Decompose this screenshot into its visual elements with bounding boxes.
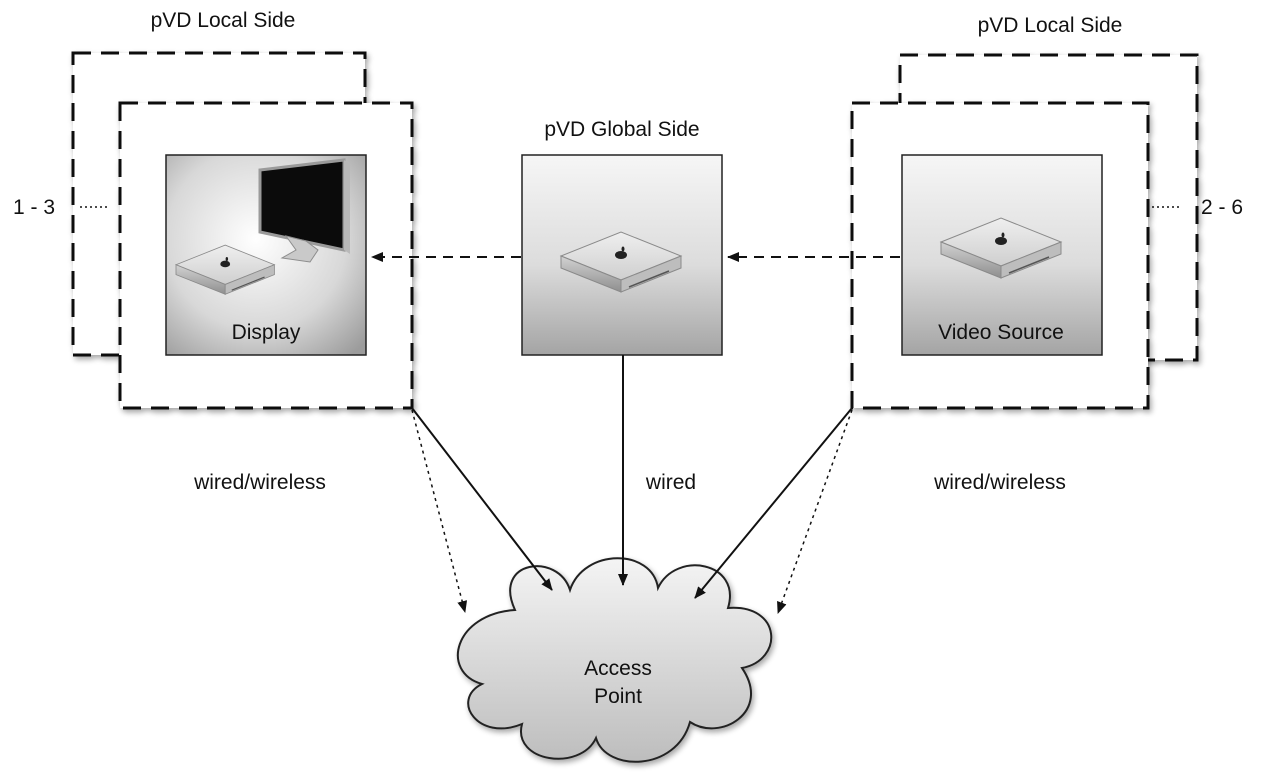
global-node [521,154,723,356]
label-local-side-right: pVD Local Side [978,14,1123,37]
link-source-solid [694,407,853,599]
label-wired: wired [645,471,696,494]
monitor-icon [258,158,350,263]
label-range-right: 2 - 6 [1201,196,1243,219]
label-wired-wireless-right: wired/wireless [933,471,1066,494]
label-access-point-line2: Point [594,685,642,708]
label-display: Display [232,321,301,344]
label-local-side-left: pVD Local Side [151,9,296,32]
link-display-solid [411,407,553,591]
video-source-node [901,154,1103,356]
label-global-side: pVD Global Side [544,118,699,141]
label-range-left: 1 - 3 [13,196,55,219]
label-video-source: Video Source [938,321,1064,344]
link-display-dotted [411,409,468,613]
access-point-cloud [456,557,773,763]
display-node [165,154,367,356]
label-wired-wireless-left: wired/wireless [193,471,326,494]
link-source-dotted [777,409,853,614]
label-access-point-line1: Access [584,657,652,680]
